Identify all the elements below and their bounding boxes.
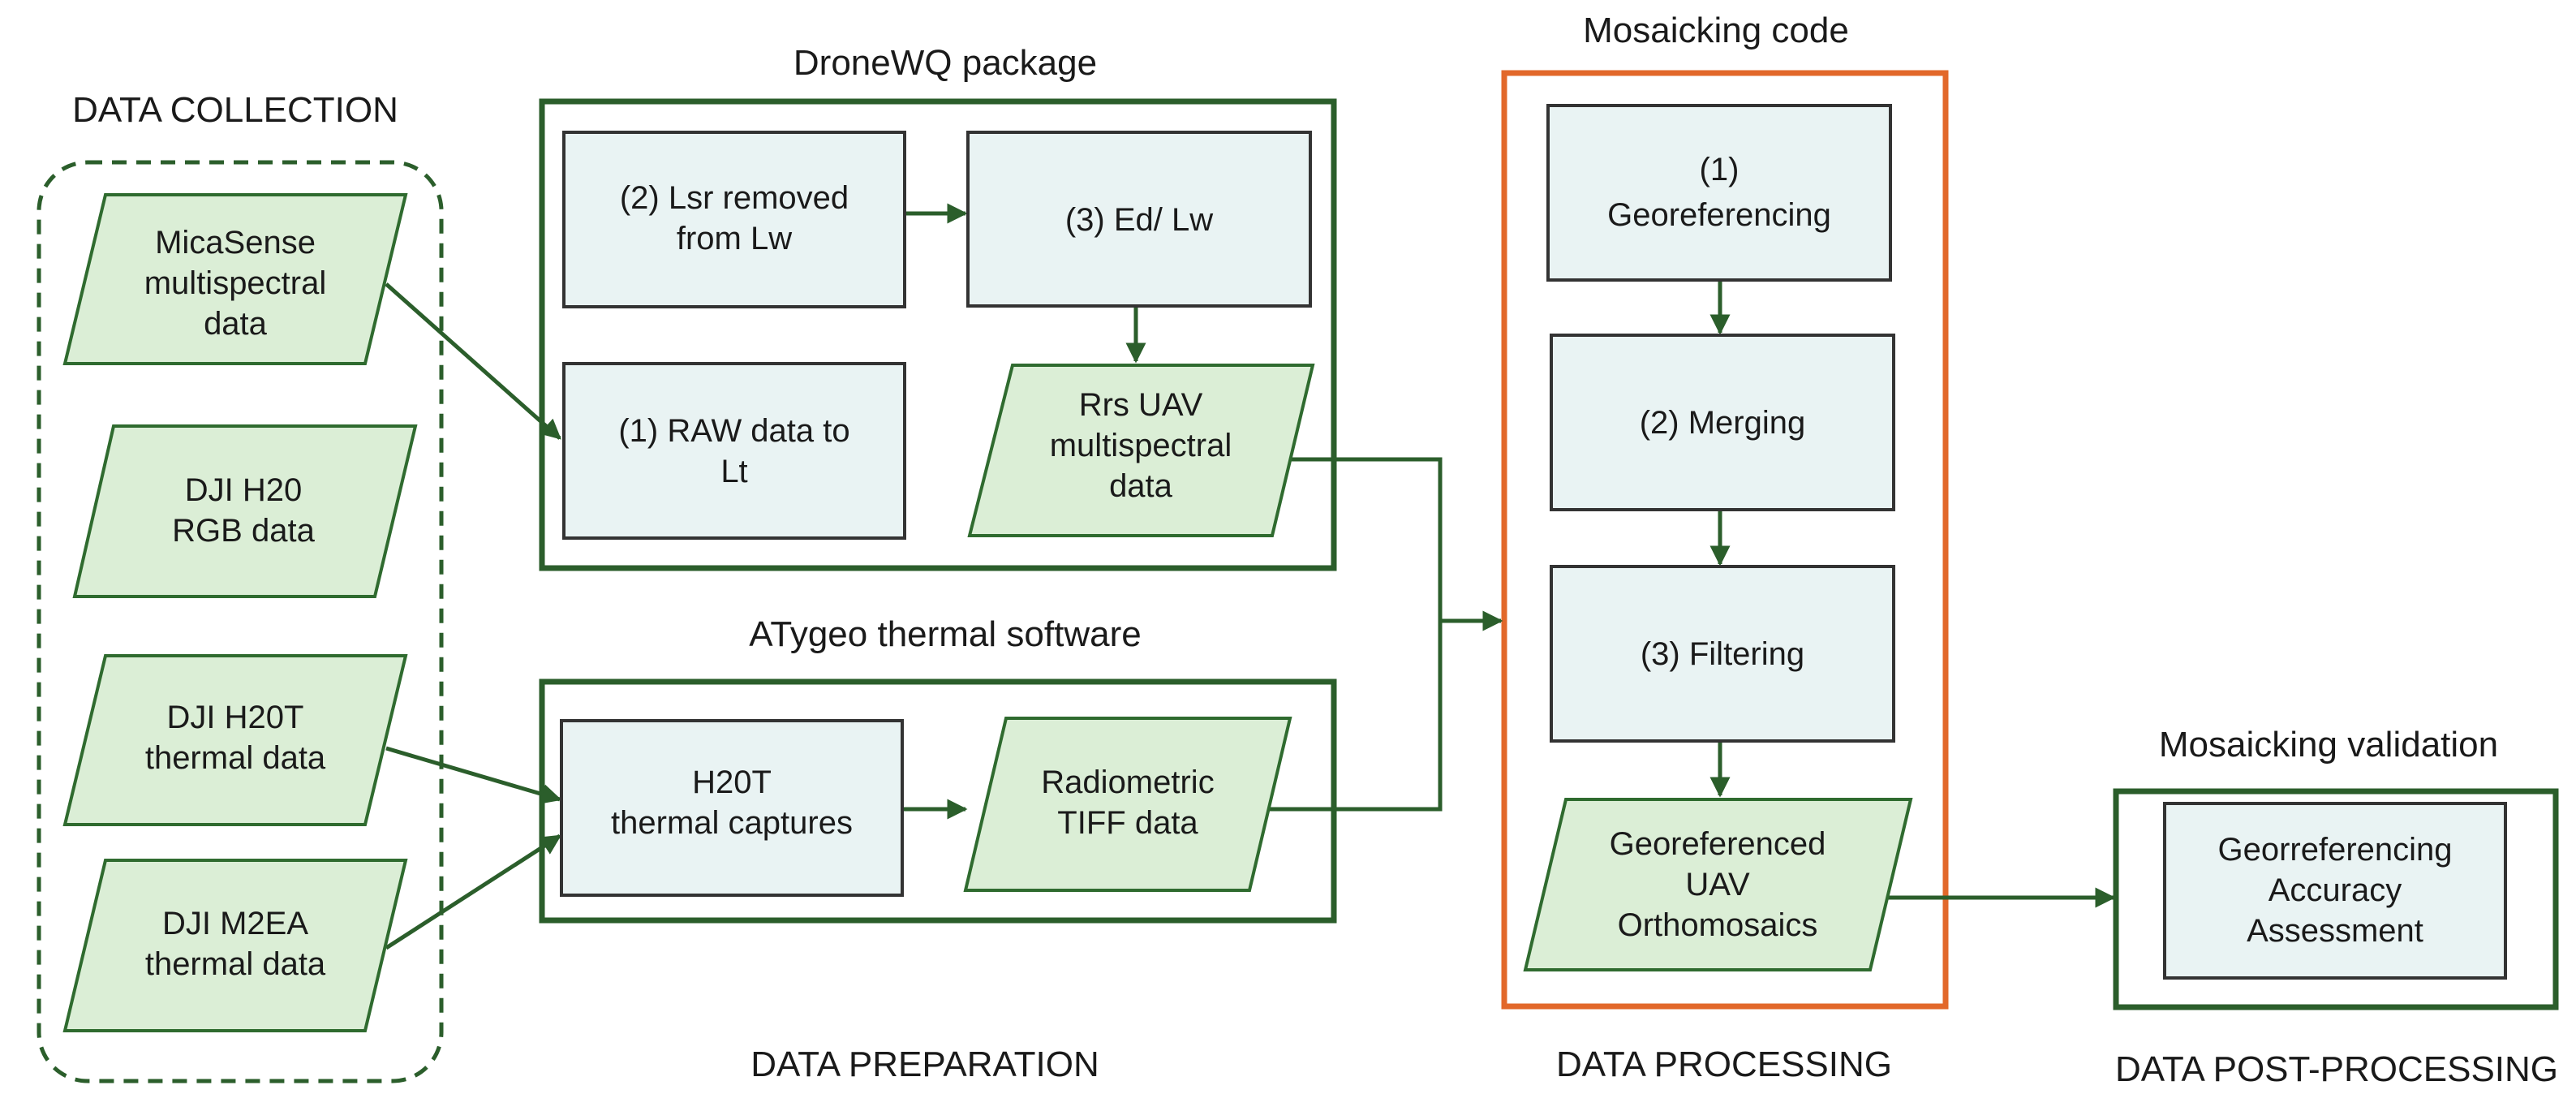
svg-text:(3) Filtering: (3) Filtering [1641, 636, 1804, 672]
svg-text:Orthomosaics: Orthomosaics [1618, 907, 1818, 943]
svg-text:Georreferencing: Georreferencing [2217, 832, 2452, 868]
svg-text:DJI H20: DJI H20 [185, 472, 303, 508]
svg-text:Assessment: Assessment [2247, 913, 2423, 949]
micasense-data-node: MicaSense multispectral data [62, 193, 408, 365]
svg-text:multispectral: multispectral [144, 265, 327, 301]
svg-text:(2) Lsr removed: (2) Lsr removed [620, 180, 849, 216]
data-processing-title: DATA PROCESSING [1556, 1045, 1892, 1084]
svg-text:MicaSense: MicaSense [155, 225, 316, 261]
data-preparation-title: DATA PREPARATION [750, 1045, 1099, 1084]
svg-text:TIFF data: TIFF data [1057, 805, 1198, 841]
georeferenced-orthomosaics-node: Georeferenced UAV Orthomosaics [1523, 798, 1913, 971]
svg-text:(1): (1) [1700, 152, 1740, 187]
accuracy-assessment-node: Georreferencing Accuracy Assessment [2163, 802, 2507, 980]
svg-text:Rrs UAV: Rrs UAV [1079, 387, 1203, 423]
h20t-data-to-captures-arrow [385, 746, 562, 804]
svg-text:Accuracy: Accuracy [2269, 872, 2402, 908]
svg-text:(2) Merging: (2) Merging [1640, 405, 1806, 441]
dji-m2ea-thermal-data-node: DJI M2EA thermal data [62, 859, 408, 1032]
svg-text:(1) RAW data to: (1) RAW data to [618, 413, 849, 449]
dji-h20t-thermal-data-node: DJI H20T thermal data [62, 654, 408, 826]
dji-h20-rgb-data-node: DJI H20 RGB data [72, 424, 418, 598]
svg-text:from Lw: from Lw [677, 221, 792, 256]
data-collection-title: DATA COLLECTION [72, 90, 398, 130]
svg-text:multispectral: multispectral [1050, 428, 1232, 463]
svg-text:thermal data: thermal data [145, 740, 326, 776]
svg-text:Lt: Lt [720, 454, 747, 489]
mosaicking-code-title: Mosaicking code [1583, 11, 1849, 50]
svg-text:data: data [1109, 468, 1173, 504]
mosaicking-validation-group [2113, 788, 2559, 1010]
dronewq-package-group [539, 98, 1337, 571]
h20t-captures-node: H20T thermal captures [560, 719, 904, 897]
svg-text:Georeferenced: Georeferenced [1610, 826, 1826, 862]
georeferencing-node: (1) Georeferencing [1546, 104, 1892, 282]
merging-node: (2) Merging [1550, 334, 1895, 511]
svg-text:UAV: UAV [1685, 867, 1750, 902]
ed-lw-node: (3) Ed/ Lw [966, 131, 1312, 308]
m2ea-data-to-captures-arrow [385, 833, 562, 950]
raw-to-lt-node: (1) RAW data to Lt [562, 362, 906, 540]
mosaicking-validation-title: Mosaicking validation [2159, 725, 2498, 765]
svg-text:DJI M2EA: DJI M2EA [162, 906, 308, 941]
dronewq-package-title: DroneWQ package [793, 43, 1097, 83]
rrs-uav-data-node: Rrs UAV multispectral data [967, 364, 1315, 537]
tiff-to-mosaicking-connector [1266, 621, 1443, 812]
svg-text:thermal data: thermal data [145, 946, 326, 982]
filtering-node: (3) Filtering [1550, 565, 1895, 743]
mosaicking-code-group [1501, 70, 1949, 1010]
lsr-removed-node: (2) Lsr removed from Lw [562, 131, 906, 308]
radiometric-tiff-node: Radiometric TIFF data [963, 717, 1292, 892]
svg-text:thermal captures: thermal captures [611, 805, 853, 841]
svg-text:H20T: H20T [692, 765, 772, 800]
svg-text:DJI H20T: DJI H20T [167, 700, 304, 735]
svg-text:Georeferencing: Georeferencing [1607, 197, 1831, 233]
svg-text:Radiometric: Radiometric [1041, 765, 1214, 800]
atygeo-software-title: ATygeo thermal software [749, 614, 1141, 654]
data-post-processing-title: DATA POST-PROCESSING [2115, 1049, 2558, 1089]
data-collection-group [37, 160, 444, 1083]
micasense-to-raw-arrow [385, 282, 561, 440]
svg-text:data: data [204, 306, 268, 342]
svg-text:(3) Ed/ Lw: (3) Ed/ Lw [1065, 202, 1213, 238]
rrs-to-mosaicking-arrow [1286, 457, 1503, 631]
svg-text:RGB data: RGB data [172, 513, 315, 549]
